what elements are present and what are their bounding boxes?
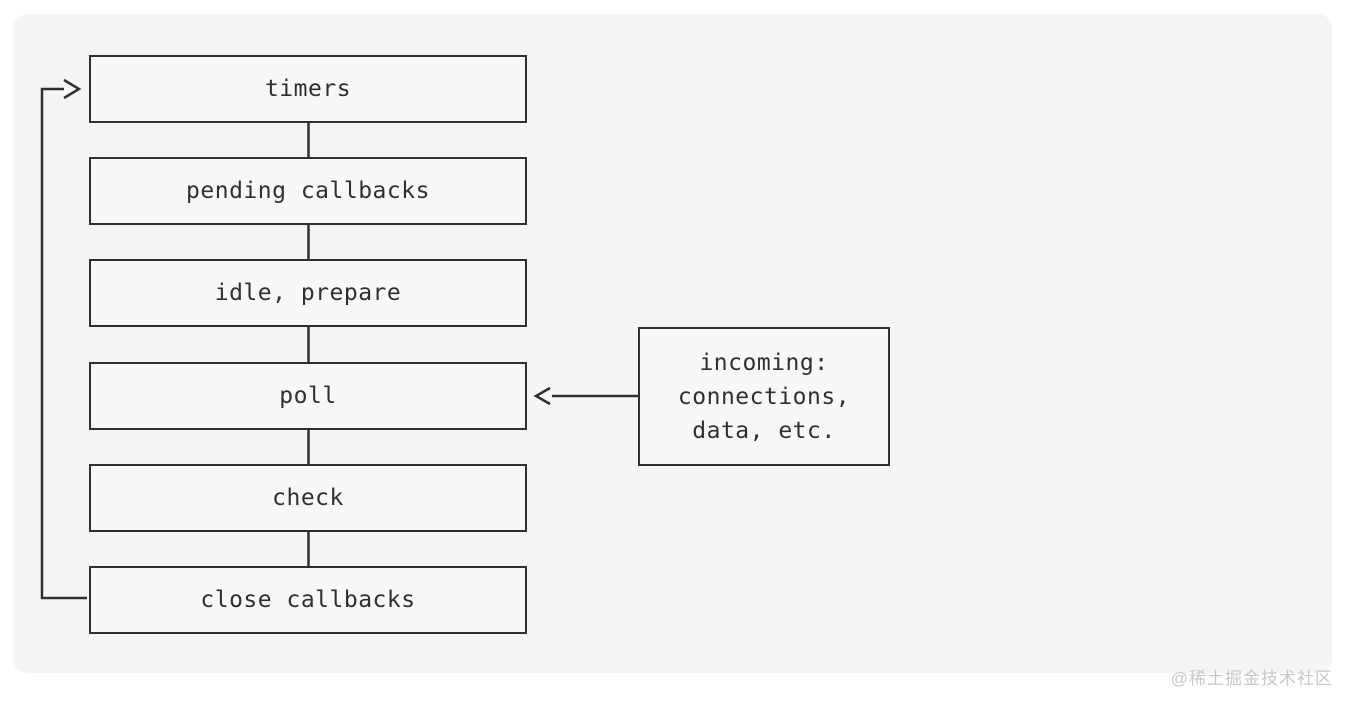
phase-box-poll: poll [89,362,527,430]
phase-box-idle-prepare: idle, prepare [89,259,527,327]
phase-box-timers: timers [89,55,527,123]
phase-label-idle-prepare: idle, prepare [214,280,402,306]
phase-label-close-callbacks: close callbacks [200,587,416,613]
incoming-box: incoming: connections, data, etc. [638,327,890,466]
phase-box-check: check [89,464,527,532]
phase-label-poll: poll [279,383,337,409]
watermark: @稀土掘金技术社区 [1170,669,1333,688]
incoming-line-1: incoming: [699,349,829,376]
phase-label-check: check [272,485,344,511]
incoming-line-3: data, etc. [692,417,836,444]
incoming-line-2: connections, [677,383,851,410]
phase-label-timers: timers [264,76,352,102]
phase-box-pending-callbacks: pending callbacks [89,157,527,225]
phase-box-close-callbacks: close callbacks [89,566,527,634]
phase-label-pending-callbacks: pending callbacks [186,178,430,204]
